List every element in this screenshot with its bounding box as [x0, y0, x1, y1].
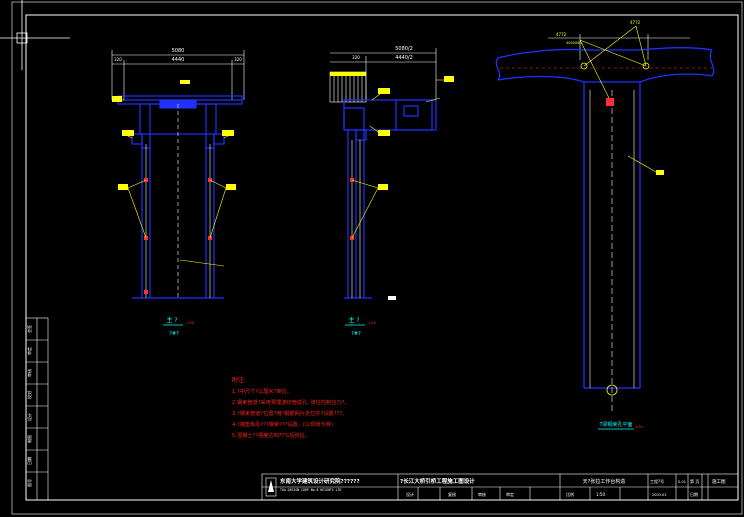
right-dim-right: 4772: [630, 20, 641, 25]
company-logo: [265, 477, 277, 497]
tb-sheet-label: 工程?号: [650, 478, 664, 484]
tbeam-hole-left: [580, 62, 588, 70]
tb-check: 复核: [448, 491, 456, 497]
mid-railing-hatch: [329, 71, 367, 103]
left-dim-side-l: 320: [114, 57, 122, 62]
mid-dim-total: 5080/2: [395, 46, 413, 52]
note-item: 1.?中尺寸?以厘米?单位。: [232, 387, 292, 395]
note-item: 4.?锚垫板及???钢束???设置。(以现场为准): [232, 420, 333, 428]
left-inner-lines: [145, 104, 211, 298]
left-dim-side-r: 320: [234, 57, 242, 62]
drawing-frame: [11, 1, 743, 515]
strip-label: 审定: [26, 347, 32, 355]
right-dimension-lines: [548, 34, 690, 60]
strip-label: 校对: [26, 391, 32, 399]
right-leader-tags: [606, 98, 664, 175]
title-block: [261, 473, 739, 501]
strip-label: 日期: [26, 457, 32, 465]
right-tbeam-view: 4772 4040X60 4772: [495, 20, 715, 430]
left-section-view: 5080 4440 320 320: [111, 48, 245, 337]
mid-dim-inner: 4440/2: [395, 55, 413, 61]
tb-date-label: 日期: [690, 491, 698, 497]
tb-stamp: 施工图: [712, 478, 726, 485]
tbeam-centerlines: [500, 67, 712, 412]
right-view-title: T梁钢束孔平面: [598, 421, 632, 428]
notes-block: 附注: 1.?中尺寸?以厘米?单位。 2.钢束管道?采用预埋波纹管成孔, 张拉控制…: [232, 376, 350, 439]
tb-page: 第 页: [690, 478, 699, 484]
mid-inner-lines: [351, 140, 361, 298]
right-dim-mid: 4040X60: [566, 41, 582, 45]
tb-scale-value: 1:50: [596, 492, 605, 497]
tb-scale-label: 比例: [566, 491, 574, 497]
strip-label: 设计: [26, 413, 32, 421]
mid-view-small: ?#?: [351, 331, 361, 337]
left-dim-inner: 4440: [172, 57, 185, 63]
mid-view-title: 主 ?: [348, 316, 359, 324]
company-name: 东南大学建筑设计研究院??????: [280, 477, 360, 485]
mid-rail-cap: [330, 72, 366, 76]
note-item: 3.?钢束管道?位置?用?钢筋网片定位并?设置???。: [232, 409, 347, 417]
left-leader-tags: [112, 80, 236, 190]
tb-date-value: 2003.03: [652, 493, 666, 497]
tbeam-hole-bottom: [606, 384, 618, 396]
right-view-scale: 1:50: [635, 425, 643, 429]
tb-review: 审核: [478, 491, 486, 497]
middle-section-view: 5080/2 4440/2 320: [329, 46, 454, 337]
strip-label: 会签: [26, 325, 32, 333]
mid-leaders: [351, 79, 444, 239]
strip-label: 审核: [26, 369, 32, 377]
strip-label: 制图: [26, 435, 32, 443]
tbeam-hole-right: [642, 62, 650, 70]
mid-view-scale: 1:50: [368, 321, 376, 325]
left-view-scale: 1:50: [186, 321, 194, 325]
note-item: 2.钢束管道?采用预埋波纹管成孔, 张拉控制应力?。: [232, 398, 350, 406]
tb-sheet-value: S-01: [678, 480, 686, 484]
mid-leader-tags: [378, 76, 454, 300]
left-view-title: 主 ?: [166, 316, 177, 324]
notes-items: 1.?中尺寸?以厘米?单位。 2.钢束管道?采用预埋波纹管成孔, 张拉控制应力?。…: [232, 387, 350, 439]
company-subname: TOA DESIGN CORP No.8 HEIGHTS LTD: [280, 488, 341, 492]
tb-design: 设计: [406, 491, 414, 497]
left-leaders: [112, 99, 233, 267]
strip-label: 图号: [26, 479, 32, 487]
mid-structure: [343, 99, 437, 299]
left-view-small: ?#?: [169, 331, 179, 337]
crosshair-cursor-icon: [0, 0, 70, 70]
left-dimension-lines: [111, 50, 245, 100]
drawing-title: 天?张拉工作台构造: [583, 478, 626, 485]
right-dim-left: 4772: [556, 32, 567, 37]
left-sign-strip: [25, 317, 49, 501]
project-name: ?长江大桥引桥工程施工图设计: [400, 477, 475, 485]
tb-approve: 审定: [506, 491, 514, 497]
notes-heading: 附注:: [232, 376, 246, 384]
right-leaders: [579, 25, 657, 173]
tbeam-flange: [495, 47, 715, 83]
left-dim-total: 5080: [172, 48, 185, 54]
note-item: 5.混凝土??强度达到??%后张拉。: [232, 431, 310, 439]
mid-dim-side: 320: [352, 55, 360, 60]
